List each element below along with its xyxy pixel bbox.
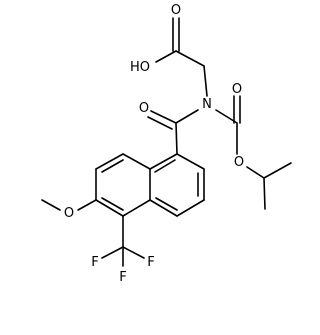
bond-c6-o-methoxy: [77, 199, 97, 211]
bond-ch2-n: [203, 65, 208, 97]
bond-isopropyl-ch-down: [263, 177, 266, 210]
bond-ring-c8a-c1: [149, 153, 178, 170]
bond-ring-c8a-c8: [122, 153, 151, 170]
bond-acid-c-ch2: [175, 50, 205, 67]
atom-label-nitrogen: N: [202, 97, 212, 112]
bond-ring-c8-c7: [95, 153, 124, 170]
bond-cf3-f-left: [101, 246, 124, 259]
bond-isopropyl-ch-up: [263, 162, 292, 179]
atom-label-oxygen-amide: O: [139, 101, 149, 116]
bond-amide-c-double-o-2: [147, 116, 173, 130]
trifluoromethyl-group: [101, 215, 145, 267]
bond-ring-c4-c4a: [149, 199, 178, 217]
amide-group: [147, 109, 199, 155]
bond-ring-c3-c4: [176, 199, 205, 217]
atom-label-oxygen-carbamate-carbonyl: O: [232, 82, 242, 97]
bond-ring-c5-c4a: [122, 199, 151, 217]
atom-label-oxygen-carbamate-ester: O: [234, 155, 244, 170]
bond-o-isopropyl-ch: [246, 166, 265, 179]
bond-ring-inner-c4-c4a: [155, 197, 178, 211]
bond-n-amide-c: [175, 109, 199, 124]
bond-amide-c-double-o-1: [150, 110, 177, 124]
atom-label-hydroxyl: HO: [130, 60, 150, 75]
atom-label-fluorine-left: F: [91, 255, 98, 270]
bond-o-methyl: [41, 199, 61, 211]
atom-label-oxygen-acid-carbonyl: O: [171, 3, 181, 18]
methoxy-group: [41, 199, 97, 211]
bond-ring-inner-c1-c8a: [154, 159, 176, 173]
bond-ring-c1-c2: [176, 153, 205, 170]
carboxylic-acid-group: [155, 17, 208, 97]
naphthalene-ring: [95, 153, 205, 217]
atom-label-oxygen-methoxy: O: [64, 206, 74, 221]
atom-label-fluorine-right: F: [147, 255, 154, 270]
atom-label-fluorine-bottom: F: [119, 270, 126, 285]
bond-ring-c6-c5: [95, 199, 124, 217]
bond-ring-inner-c6-c5: [101, 197, 124, 211]
bond-cf3-f-right: [122, 246, 145, 259]
bond-amide-c-ring: [175, 122, 178, 155]
carbamate-group: [215, 95, 292, 210]
bond-acid-c-oh: [155, 50, 177, 63]
bond-ring-inner-c8-c7: [101, 159, 124, 173]
